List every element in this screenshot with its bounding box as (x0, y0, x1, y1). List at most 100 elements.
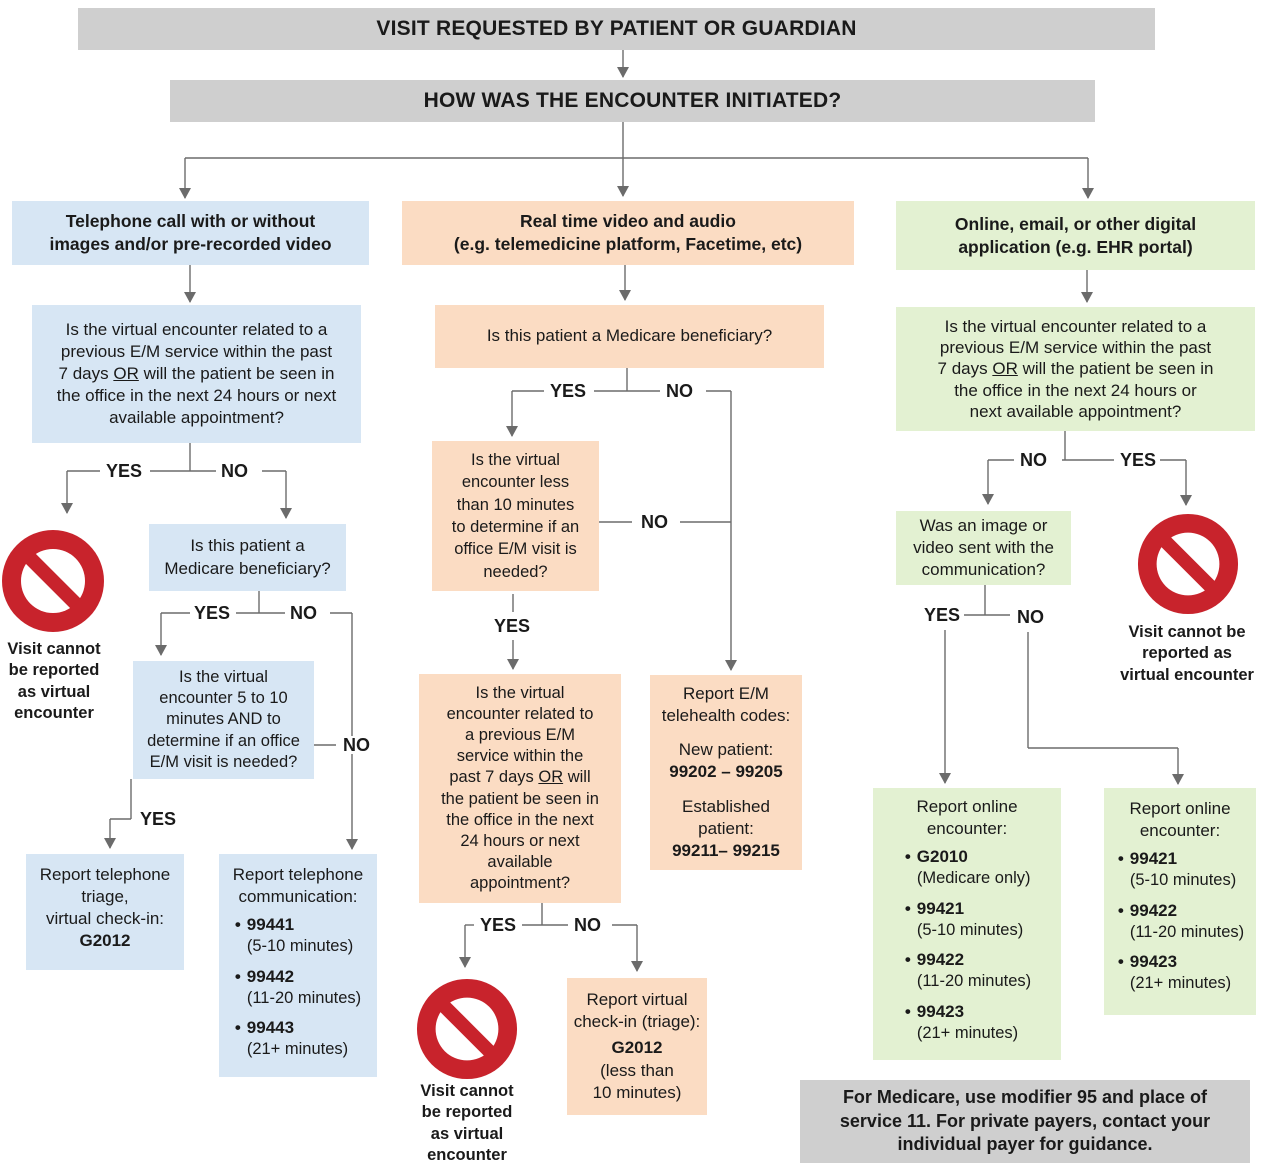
online-q1-yes-label: YES (1116, 451, 1161, 469)
no-entry-icon (416, 978, 518, 1080)
report-virtual-checkin-box: Report virtual check-in (triage): G2012 … (567, 978, 707, 1115)
report-telephone-triage-box: Report telephone triage, virtual check-i… (26, 854, 184, 970)
phone-visit-cannot-text: Visit cannot be reported as virtual enco… (0, 639, 108, 725)
online-cannot-line2: reported as (1142, 644, 1232, 663)
video-q2-yes-label: YES (490, 617, 535, 635)
phone-cannot-line3: as virtual (17, 682, 91, 701)
header-top-text: VISIT REQUESTED BY PATIENT OR GUARDIAN (376, 17, 857, 41)
phone-q3-line1: Is the virtual (179, 668, 268, 687)
online-question-prior-em: Is the virtual encounter related to a pr… (896, 307, 1255, 431)
video-q1-yes-label: YES (546, 382, 591, 400)
triage-line3: virtual check-in: (45, 909, 165, 929)
phone-q1-line2: previous E/M service within the past (60, 341, 333, 361)
video-q3-line10: appointment? (470, 873, 570, 892)
em-new-patient-codes: 99202 – 99205 (669, 762, 783, 782)
video-q2-line3: than 10 minutes (456, 495, 575, 514)
code-99443: 99443 (246, 1018, 295, 1038)
code-99422: 99422 (916, 950, 965, 970)
phone-q3-line5: E/M visit is needed? (149, 752, 298, 771)
online-code-list-1: •G2010(Medicare only) •99421(5-10 minute… (905, 846, 1031, 1052)
online-r1-title1: Report online (916, 797, 1018, 816)
online-q2-line2: video sent with the (913, 537, 1054, 557)
phone-q2-line2: Medicare beneficiary? (164, 558, 331, 578)
phone-q3-line4: determine if an office (147, 731, 300, 750)
video-title-line1: Real time video and audio (520, 211, 736, 232)
code-desc: (5-10 minutes) (916, 920, 1024, 939)
checkin-desc1: (less than (600, 1060, 674, 1080)
phone-cannot-line2: be reported (8, 661, 100, 680)
em-line1: Report E/M (683, 684, 769, 704)
online-q2-line3: communication? (921, 560, 1046, 580)
phone-q3-line3: minutes AND to (166, 710, 281, 729)
code-99423: 99423 (916, 1001, 965, 1021)
video-q3-line9: available (487, 852, 553, 871)
list-item: •99423(21+ minutes) (1118, 951, 1244, 995)
online-q1-no-label: NO (1016, 451, 1051, 469)
video-visit-cannot-text: Visit cannot be reported as virtual enco… (412, 1081, 522, 1164)
phone-q1-line5: available appointment? (109, 408, 284, 428)
online-q2-no-label: NO (1013, 608, 1048, 626)
online-q1-or: OR (992, 359, 1018, 379)
phone-q2-no-label: NO (286, 604, 321, 622)
online-branch-box: Online, email, or other digital applicat… (896, 201, 1255, 270)
list-item: •99443(21+ minutes) (235, 1017, 361, 1061)
video-q2-no-label: NO (637, 513, 672, 531)
code-99421: 99421 (916, 898, 965, 918)
video-q3-line5c: will (563, 768, 591, 787)
note-line3: individual payer for guidance. (897, 1134, 1153, 1155)
phone-q2-yes-label: YES (190, 604, 235, 622)
how-initiated-header: HOW WAS THE ENCOUNTER INITIATED? (170, 80, 1095, 122)
em-established-label1: Established (682, 796, 770, 816)
telephone-code-list: •99441(5-10 minutes) •99442(11-20 minute… (235, 914, 361, 1069)
online-cannot-line1: Visit cannot be (1128, 623, 1246, 641)
em-established-codes: 99211– 99215 (672, 840, 780, 860)
video-cannot-line3: as virtual (430, 1124, 504, 1143)
phone-q3-no-label: NO (339, 736, 374, 754)
em-established-label2: patient: (698, 818, 754, 838)
phone-q1-or: OR (113, 363, 139, 383)
online-q1-line5: next available appointment? (969, 401, 1182, 421)
video-question-medicare: Is this patient a Medicare beneficiary? (435, 305, 824, 368)
online-r2-title1: Report online (1129, 799, 1231, 818)
phone-q1-no-label: NO (217, 462, 252, 480)
phone-q1-line1: Is the virtual encounter related to a (65, 319, 328, 339)
online-q1-line3a: 7 days (937, 359, 993, 379)
code-99442: 99442 (246, 966, 295, 986)
list-item: •G2010(Medicare only) (905, 846, 1031, 890)
phone-q3-yes-label: YES (136, 810, 181, 828)
code-g2010: G2010 (916, 847, 968, 867)
code-99421: 99421 (1129, 849, 1178, 869)
video-q3-line4: service within the (456, 747, 584, 766)
phone-q3-line2: encounter 5 to 10 (159, 689, 288, 708)
video-q3-line2: encounter related to (446, 705, 594, 724)
phone-cannot-line1: Visit cannot (7, 640, 101, 658)
comm-title-line2: communication: (238, 887, 358, 907)
video-cannot-line4: encounter (427, 1146, 507, 1164)
online-r1-title2: encounter: (926, 819, 1008, 839)
video-q3-or: OR (538, 768, 564, 787)
telephone-title-line2: images and/or pre-recorded video (49, 234, 332, 254)
online-visit-cannot-text: Visit cannot be reported as virtual enco… (1108, 622, 1266, 686)
comm-title-line1: Report telephone (232, 865, 364, 884)
code-99423: 99423 (1129, 952, 1178, 972)
list-item: •99423(21+ minutes) (905, 1001, 1031, 1045)
triage-line1: Report telephone (39, 865, 171, 884)
phone-question-prior-em: Is the virtual encounter related to a pr… (32, 305, 361, 443)
note-line1: For Medicare, use modifier 95 and place … (842, 1087, 1208, 1108)
triage-line2: triage, (81, 887, 129, 907)
checkin-desc2: 10 minutes) (592, 1082, 682, 1102)
code-99441: 99441 (246, 915, 295, 935)
video-cannot-line1: Visit cannot (420, 1082, 514, 1100)
video-title-line2: (e.g. telemedicine platform, Facetime, e… (453, 234, 803, 254)
video-q3-yes-label: YES (476, 916, 521, 934)
report-online-encounter-medicare-box: Report online encounter: •G2010(Medicare… (873, 788, 1061, 1060)
report-em-telehealth-box: Report E/M telehealth codes: New patient… (650, 675, 802, 870)
em-line2: telehealth codes: (661, 706, 791, 726)
video-q3-line6: the patient be seen in (441, 789, 599, 808)
code-99422: 99422 (1129, 900, 1178, 920)
online-q1-line4: the office in the next 24 hours or (954, 380, 1197, 400)
checkin-line1: Report virtual (586, 990, 688, 1010)
visit-requested-header: VISIT REQUESTED BY PATIENT OR GUARDIAN (78, 8, 1155, 50)
video-q3-line5a: past 7 days (449, 768, 539, 787)
